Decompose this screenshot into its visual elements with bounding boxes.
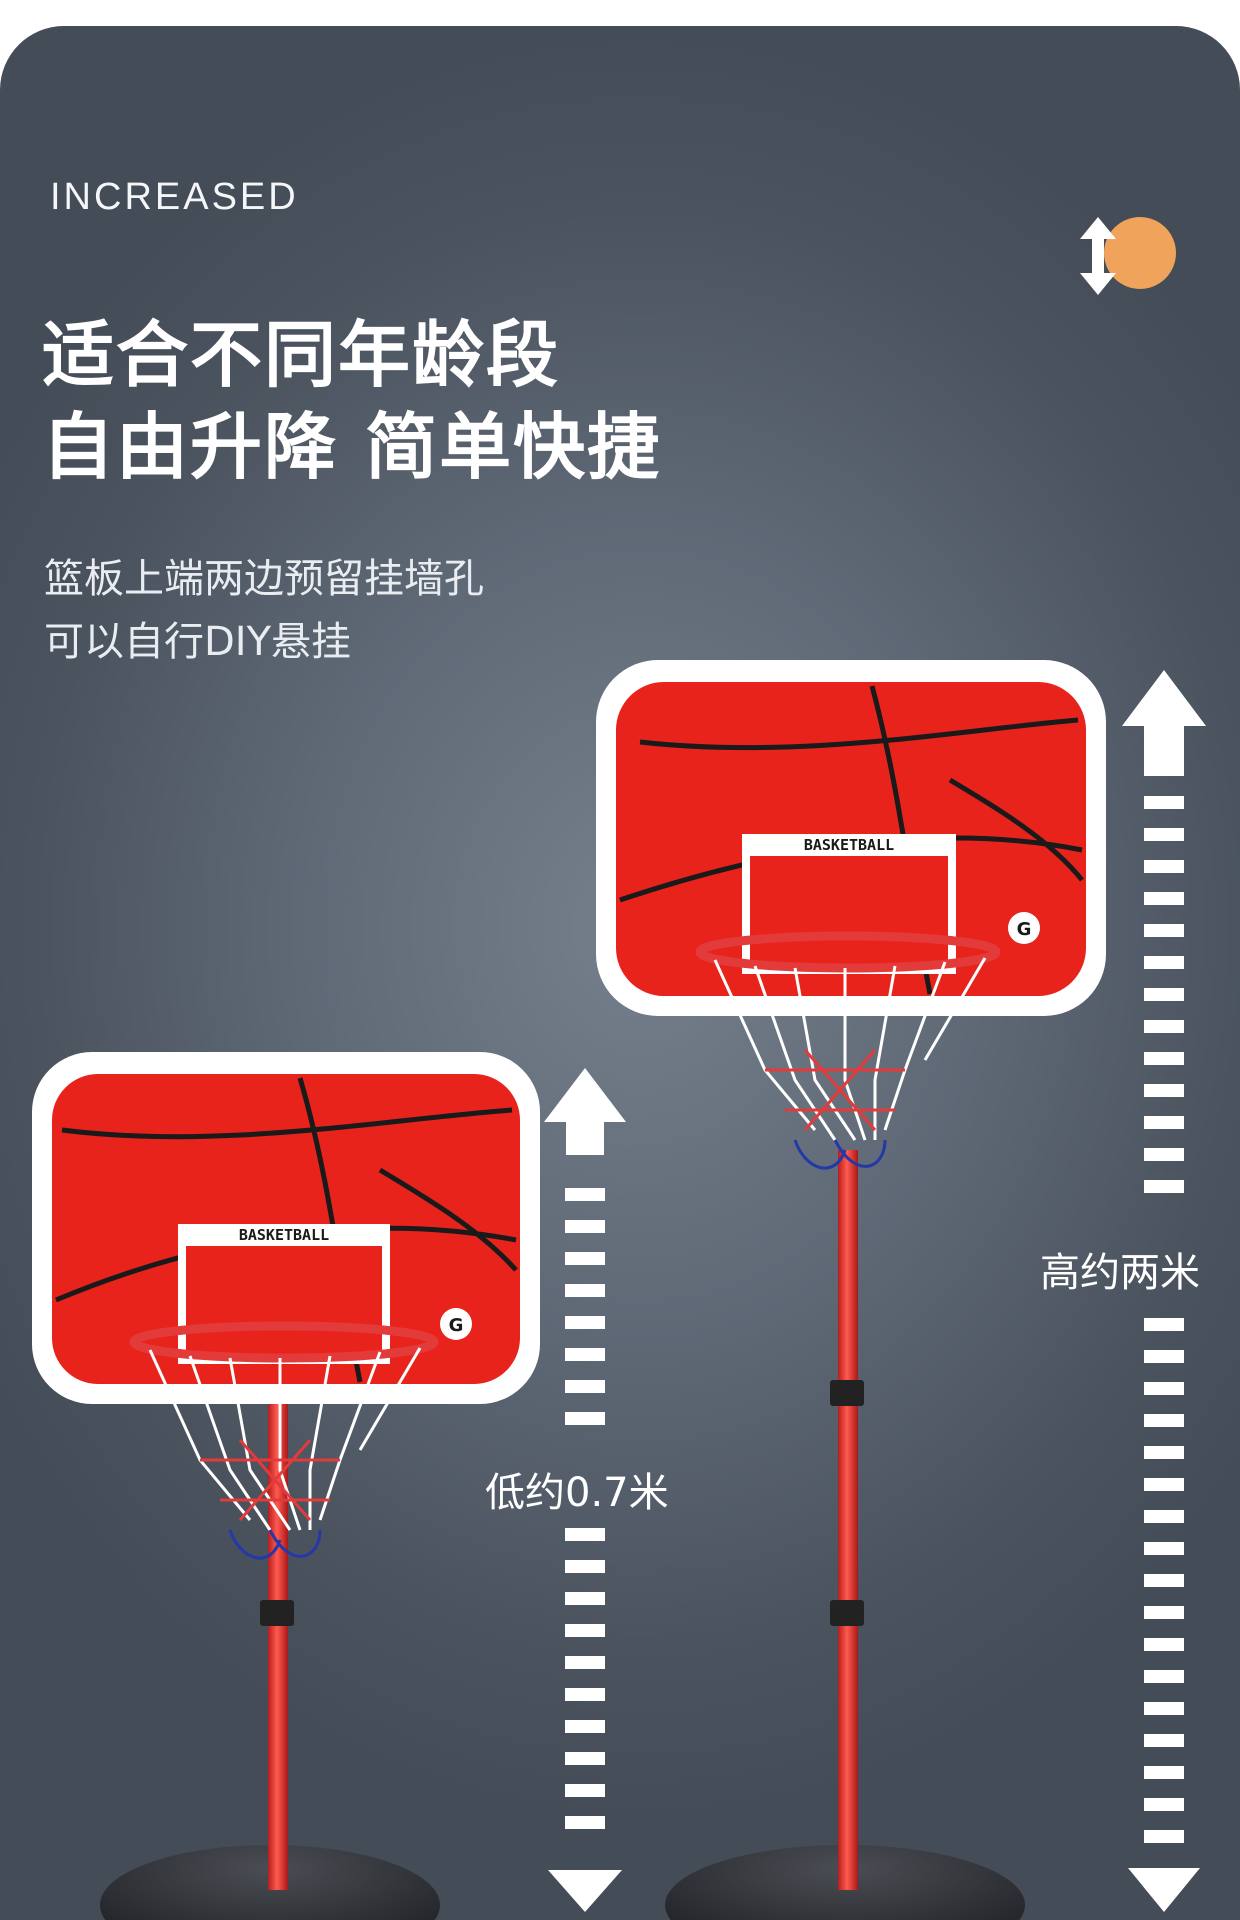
- low-backboard-text: BASKETBALL: [239, 1226, 329, 1244]
- high-hoop: BASKETBALL G: [596, 660, 1106, 1920]
- high-hoop-rim: [695, 931, 1001, 973]
- high-height-label: 高约两米: [1040, 1250, 1200, 1296]
- low-height-label: 低约0.7米: [485, 1470, 669, 1516]
- svg-text:G: G: [449, 1315, 464, 1336]
- subline-1: 篮板上端两边预留挂墙孔: [44, 556, 484, 602]
- subline-2: 可以自行DIY悬挂: [44, 619, 352, 665]
- low-hoop-pole: [268, 1250, 288, 1890]
- svg-text:G: G: [1017, 919, 1032, 940]
- high-height-arrow: [1122, 670, 1206, 1912]
- low-hoop: BASKETBALL G: [32, 1052, 540, 1920]
- eyebrow-text: INCREASED: [50, 176, 299, 218]
- headline-line-1: 适合不同年龄段: [42, 313, 561, 397]
- high-hoop-pole: [838, 1150, 858, 1890]
- headline-line-2: 自由升降 简单快捷: [42, 405, 662, 489]
- low-height-arrow: [544, 1068, 626, 1912]
- high-backboard-text: BASKETBALL: [804, 836, 894, 854]
- up-down-arrow-icon: [1080, 217, 1176, 295]
- low-hoop-rim: [129, 1321, 439, 1363]
